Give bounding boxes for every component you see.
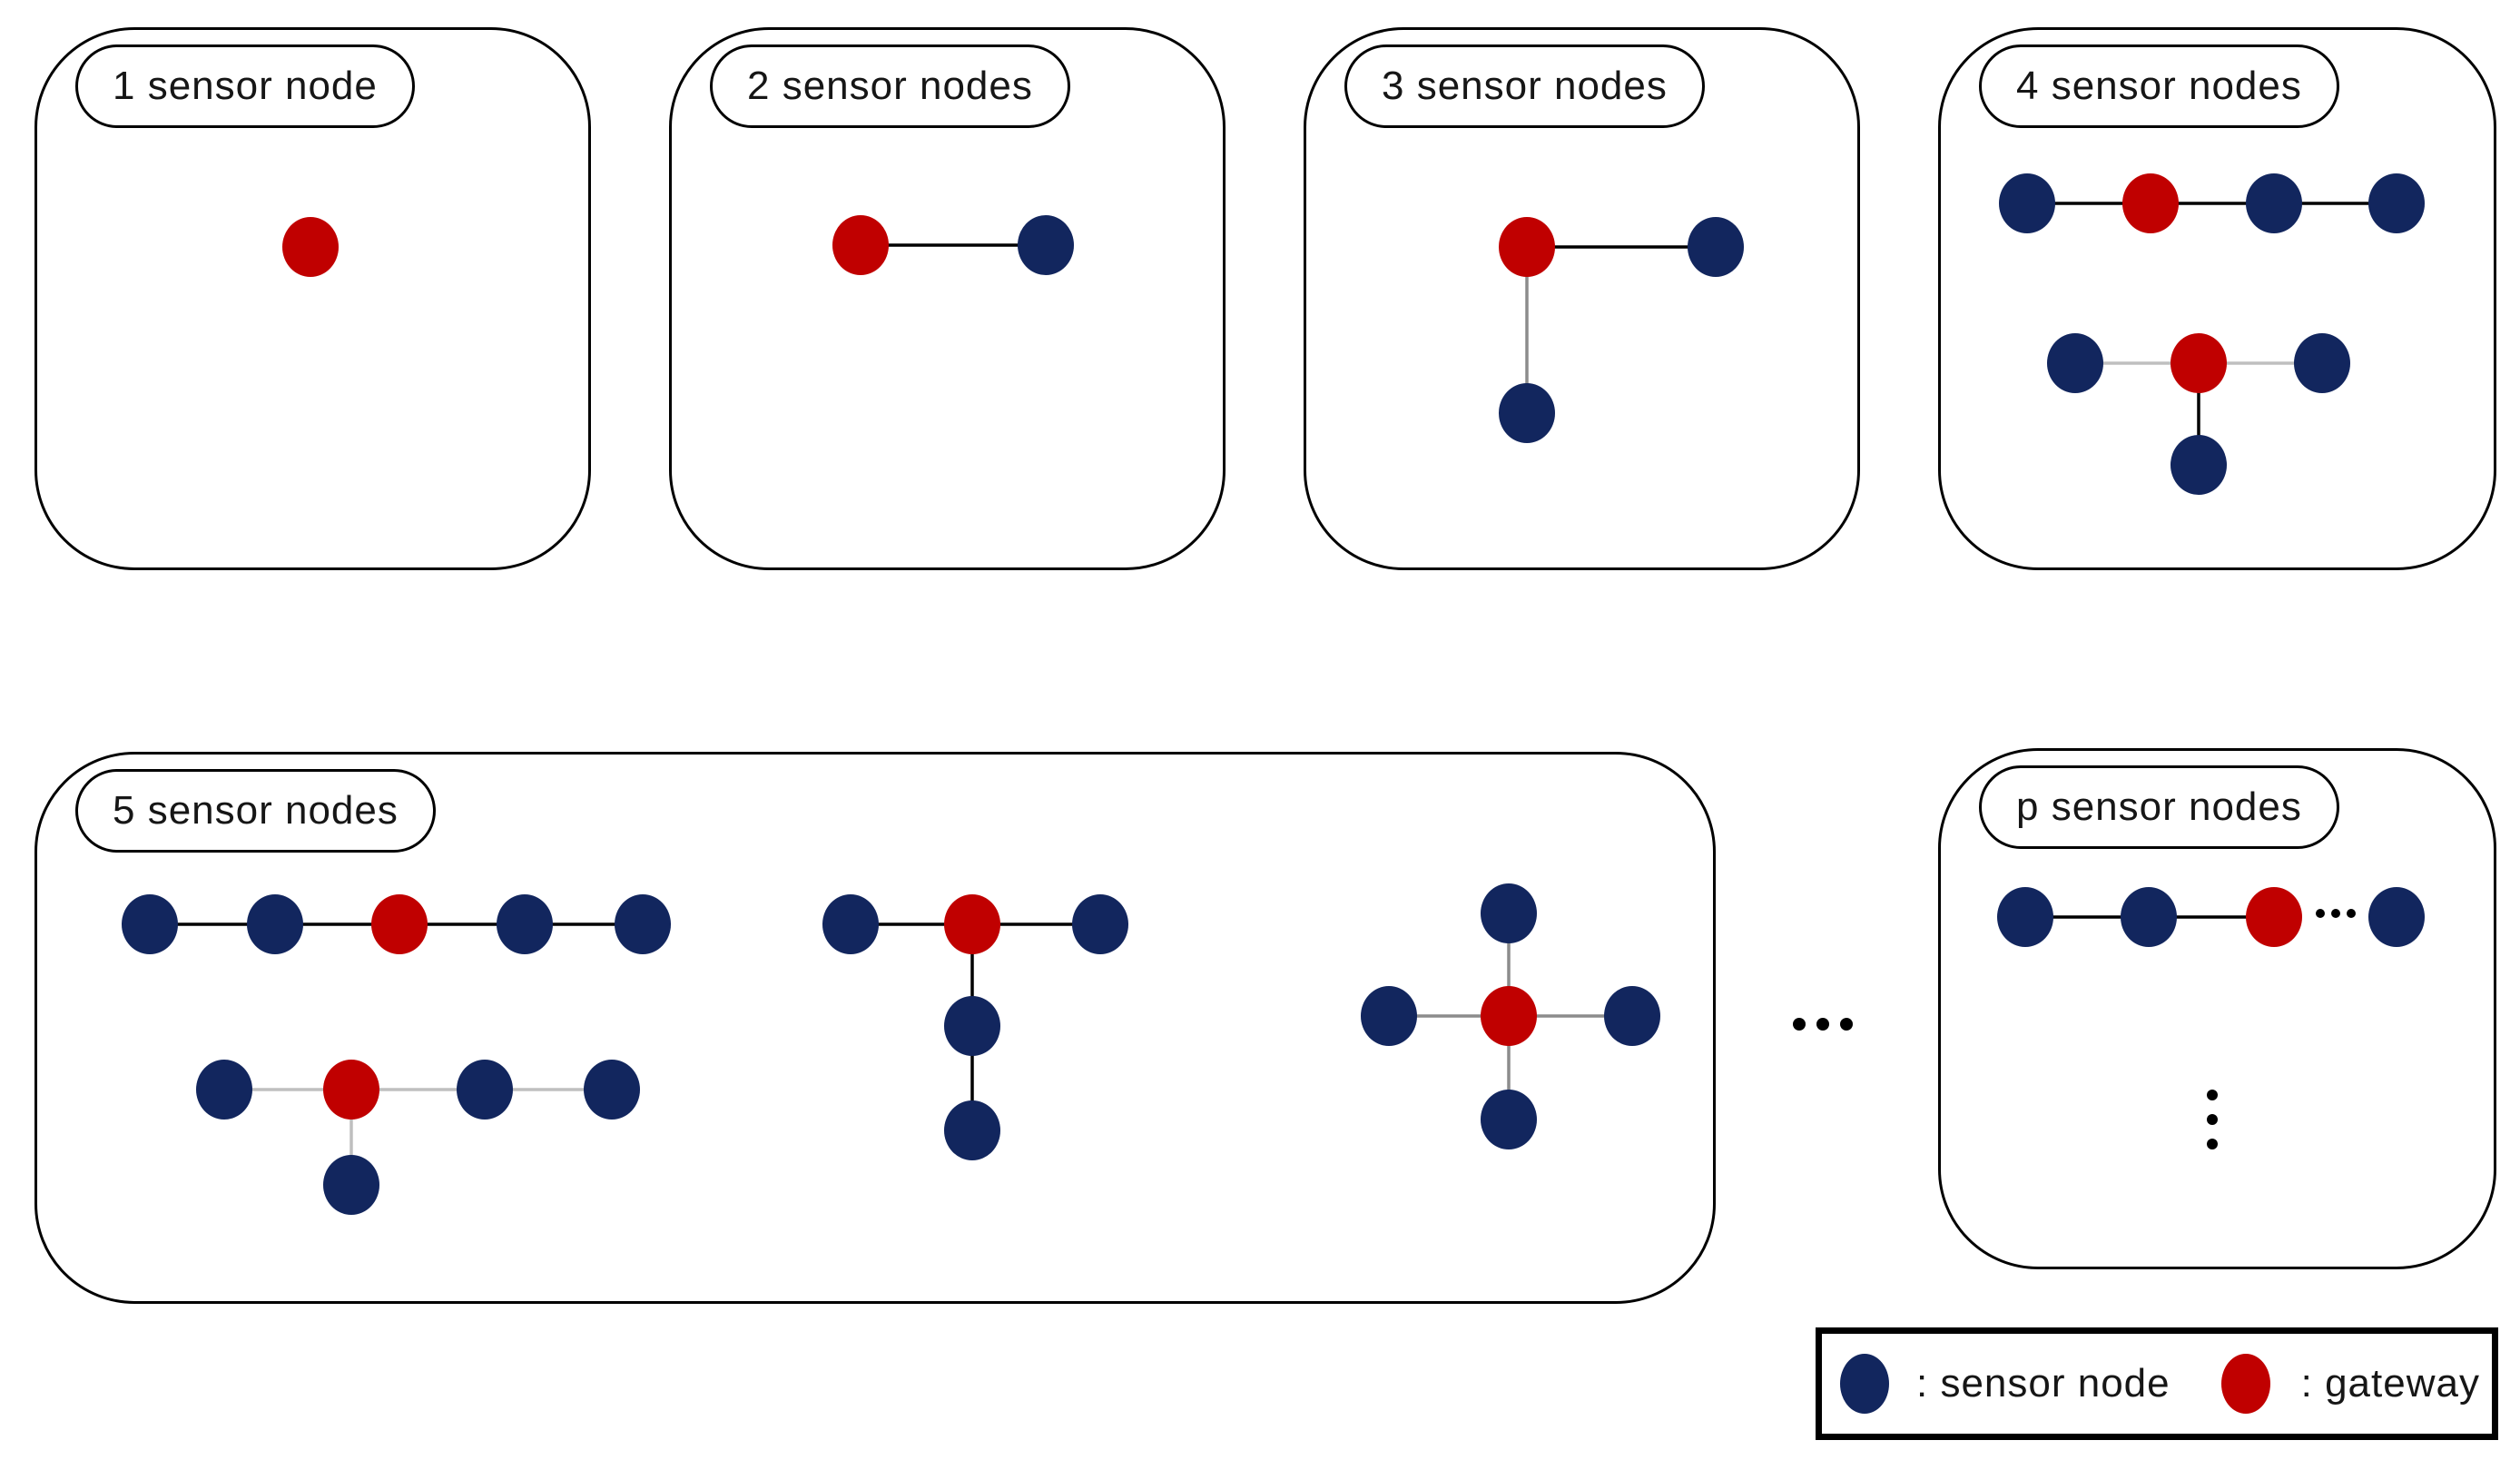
panel-5-label: 5 sensor nodes xyxy=(113,788,399,833)
panel-1-label-pill: 1 sensor node xyxy=(75,44,415,128)
panel-1-sensor-node: 1 sensor node xyxy=(34,27,591,570)
panel-2-label-pill: 2 sensor nodes xyxy=(710,44,1070,128)
panel-1-label: 1 sensor node xyxy=(113,64,378,108)
panel-p-label-pill: p sensor nodes xyxy=(1979,765,2339,849)
legend-box: : sensor node : gateway xyxy=(1816,1327,2498,1440)
panel-3-label-pill: 3 sensor nodes xyxy=(1344,44,1705,128)
panel-p-sensor-nodes: p sensor nodes xyxy=(1938,748,2496,1269)
between-panels-ellipsis-dot xyxy=(1816,1018,1829,1031)
panel-2-label: 2 sensor nodes xyxy=(747,64,1033,108)
panel-4-label-pill: 4 sensor nodes xyxy=(1979,44,2339,128)
between-panels-ellipsis-dot xyxy=(1793,1018,1806,1031)
panel-4-label: 4 sensor nodes xyxy=(2016,64,2302,108)
panel-2-sensor-nodes: 2 sensor nodes xyxy=(669,27,1226,570)
between-panels-ellipsis-dot xyxy=(1840,1018,1853,1031)
panel-4-sensor-nodes: 4 sensor nodes xyxy=(1938,27,2496,570)
sensor-node-legend-dot xyxy=(1840,1354,1889,1414)
gateway-legend-label: : gateway xyxy=(2300,1361,2480,1406)
panel-3-sensor-nodes: 3 sensor nodes xyxy=(1304,27,1860,570)
panel-5-label-pill: 5 sensor nodes xyxy=(75,769,436,853)
gateway-legend-dot xyxy=(2220,1354,2270,1414)
panel-p-label: p sensor nodes xyxy=(2016,784,2302,829)
panel-5-sensor-nodes: 5 sensor nodes xyxy=(34,752,1716,1304)
sensor-node-legend-label: : sensor node xyxy=(1916,1361,2171,1406)
panel-3-label: 3 sensor nodes xyxy=(1382,64,1668,108)
